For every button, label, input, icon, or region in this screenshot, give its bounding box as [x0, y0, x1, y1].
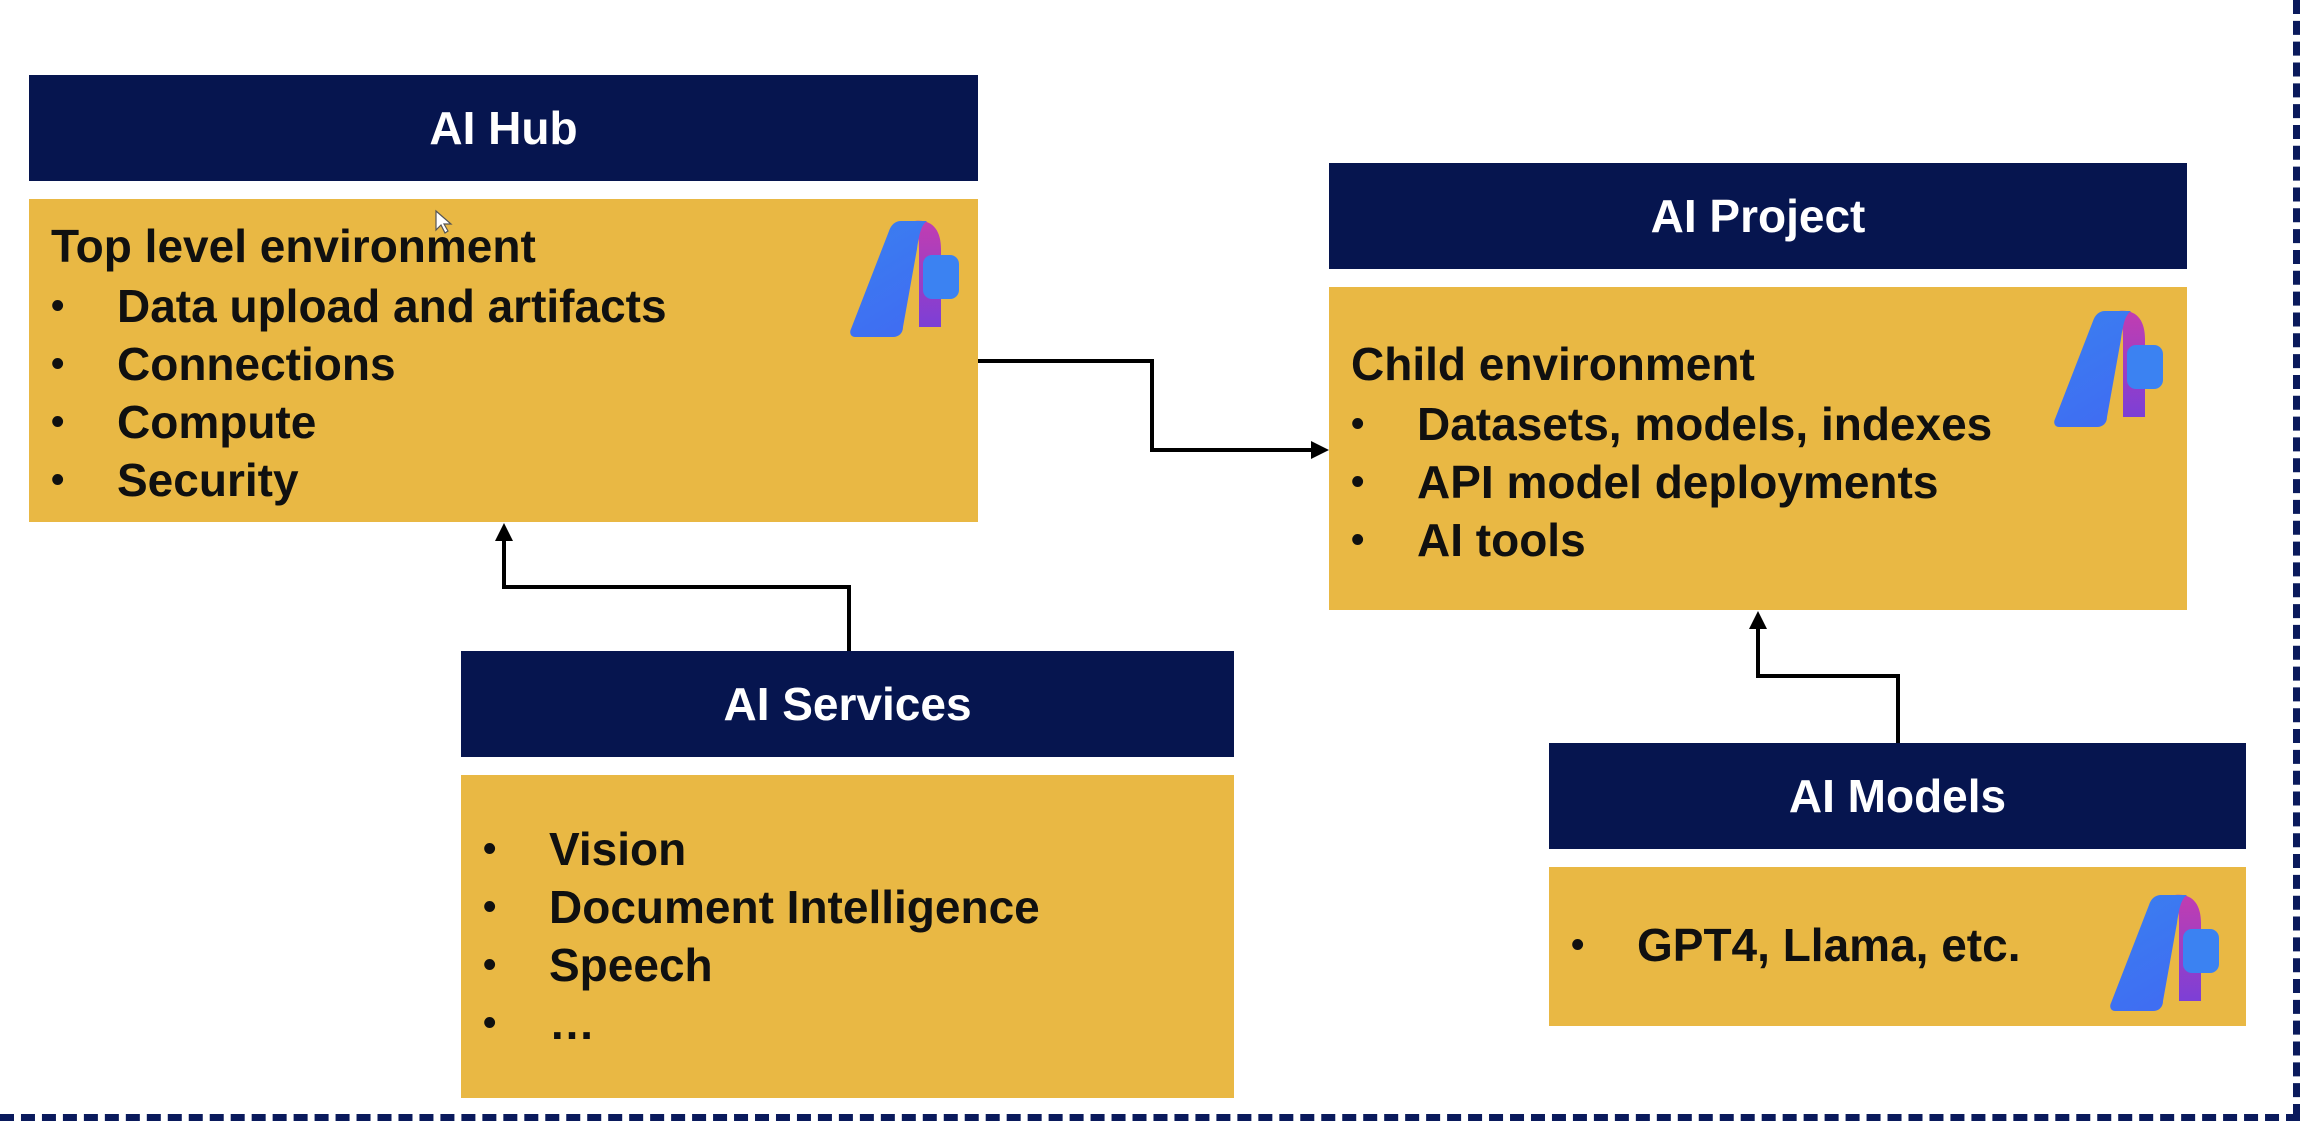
services-bullet-item: …	[483, 994, 1040, 1052]
services-title: AI Services	[723, 678, 972, 730]
models-bullet-list: GPT4, Llama, etc.	[1571, 916, 2020, 974]
hub-intro: Top level environment	[51, 220, 536, 272]
services-header: AI Services	[461, 651, 1234, 757]
project-bullet-item: AI tools	[1351, 511, 1992, 569]
models-bullet-item: GPT4, Llama, etc.	[1571, 916, 2020, 974]
project-intro: Child environment	[1351, 338, 1755, 390]
hub-bullet-item: Data upload and artifacts	[51, 277, 667, 335]
azure-ai-studio-logo-icon	[2110, 894, 2219, 1011]
frame-border-right	[2293, 0, 2300, 1118]
services-bullet-item: Speech	[483, 936, 1040, 994]
project-bullet-item: API model deployments	[1351, 453, 1992, 511]
project-bullet-list: Datasets, models, indexes API model depl…	[1351, 395, 1992, 569]
azure-ai-studio-logo-icon	[2054, 310, 2163, 427]
connector-models-to-project	[1756, 627, 1900, 743]
connector-services-to-hub	[502, 539, 851, 651]
project-header: AI Project	[1329, 163, 2187, 269]
hub-bullet-item: Compute	[51, 393, 667, 451]
hub-bullet-item: Connections	[51, 335, 667, 393]
connector-hub-to-project	[978, 359, 1312, 452]
services-bullet-item: Document Intelligence	[483, 878, 1040, 936]
models-body: GPT4, Llama, etc.	[1549, 867, 2246, 1026]
services-bullet-list: Vision Document Intelligence Speech …	[483, 820, 1040, 1052]
project-body: Child environment Datasets, models, inde…	[1329, 287, 2187, 610]
hub-bullet-item: Security	[51, 451, 667, 509]
azure-ai-studio-logo-icon	[850, 220, 959, 337]
models-header: AI Models	[1549, 743, 2246, 849]
hub-body: Top level environment Data upload and ar…	[29, 199, 978, 522]
services-body: Vision Document Intelligence Speech …	[461, 775, 1234, 1098]
frame-border-bottom	[0, 1114, 2300, 1121]
project-bullet-item: Datasets, models, indexes	[1351, 395, 1992, 453]
hub-header: AI Hub	[29, 75, 978, 181]
models-title: AI Models	[1788, 770, 2007, 822]
project-title: AI Project	[1650, 190, 1866, 242]
hub-title: AI Hub	[429, 102, 578, 154]
arrowhead-hub-icon	[495, 523, 513, 541]
hub-bullet-list: Data upload and artifacts Connections Co…	[51, 277, 667, 509]
services-bullet-item: Vision	[483, 820, 1040, 878]
arrowhead-project-bottom-icon	[1749, 611, 1767, 629]
arrowhead-project-icon	[1311, 441, 1329, 459]
